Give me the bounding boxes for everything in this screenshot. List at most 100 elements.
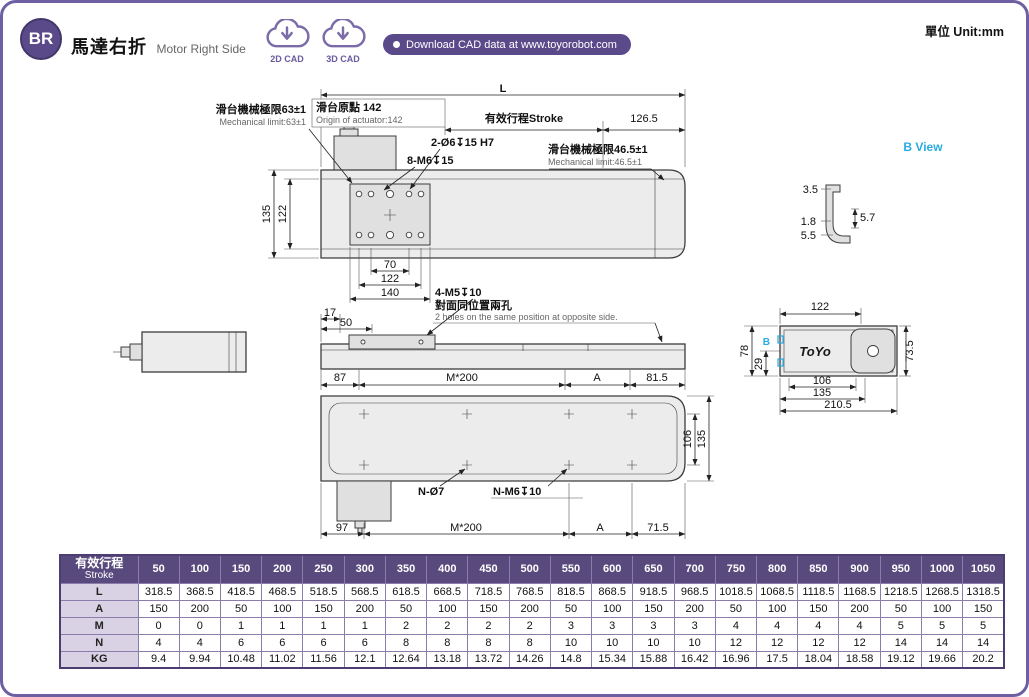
stroke-column-header: 300 (343, 554, 386, 584)
series-badge: BR (20, 18, 62, 60)
table-cell: 14 (920, 633, 964, 652)
table-cell: 6 (343, 633, 386, 652)
table-cell: 1 (343, 616, 386, 635)
dim-126-5: 126.5 (630, 113, 658, 125)
callout-tap-holes: 8-M6↧15 (407, 155, 454, 167)
table-cell: 150 (467, 599, 510, 618)
table-cell: 200 (343, 599, 386, 618)
mech-limit-left-zh: 滑台機械極限63±1 (216, 102, 306, 116)
dim-stroke-label: 有效行程Stroke (485, 111, 563, 125)
table-cell: 4 (797, 616, 840, 635)
table-cell: 50 (549, 599, 593, 618)
dim-3-5: 3.5 (803, 184, 818, 196)
dim-bottom-106: 106 (682, 430, 694, 448)
carriage-side (348, 334, 436, 350)
table-cell: 13.18 (426, 650, 469, 669)
table-cell: 718.5 (467, 582, 510, 601)
callout-n-through-holes: N-Ø7 (418, 486, 444, 498)
table-cell: 18.04 (797, 650, 840, 669)
download-cad-text: Download CAD data at www.toyorobot.com (406, 38, 617, 51)
table-cell: 2 (467, 616, 510, 635)
b-section-mark-top (777, 335, 784, 344)
table-cell: 100 (920, 599, 964, 618)
table-cell: 200 (838, 599, 881, 618)
table-cell: 618.5 (384, 582, 428, 601)
table-cell: 1168.5 (838, 582, 881, 601)
table-cell: 0 (137, 616, 180, 635)
brand-logo: ToYo (799, 344, 831, 359)
stroke-column-header: 50 (137, 554, 180, 584)
stroke-column-header: 700 (673, 554, 716, 584)
table-cell: 12.1 (343, 650, 386, 669)
dim-end-135: 135 (813, 387, 831, 399)
origin-label-en: Origin of actuator:142 (316, 115, 403, 125)
dim-rail-width-122: 122 (277, 205, 289, 223)
table-cell: 15.88 (632, 650, 675, 669)
table-cell: 10 (549, 633, 593, 652)
table-cell: 968.5 (673, 582, 716, 601)
table-cell: 18.58 (838, 650, 881, 669)
stroke-column-header: 950 (879, 554, 922, 584)
b-view-detail: B View 3.5 1.8 5.5 5.7 (801, 140, 943, 244)
origin-label-zh: 滑台原點 142 (316, 100, 381, 114)
stroke-column-header: 100 (178, 554, 221, 584)
cloud-download-icon (266, 17, 310, 48)
table-cell: 1 (261, 616, 304, 635)
table-cell: 318.5 (137, 582, 180, 601)
table-cell: 5 (920, 616, 964, 635)
table-cell: 1268.5 (920, 582, 964, 601)
table-cell: 818.5 (549, 582, 593, 601)
table-cell: 14 (879, 633, 922, 652)
mounting-hole-marks (359, 409, 637, 470)
table-cell: 4 (714, 616, 758, 635)
table-cell: 50 (384, 599, 428, 618)
motor-connector (129, 343, 143, 361)
callout-dowel-holes: 2-Ø6↧15 H7 (431, 137, 494, 149)
table-cell: 200 (508, 599, 551, 618)
table-cell: 3 (549, 616, 593, 635)
table-cell: 50 (714, 599, 758, 618)
table-corner-header: 有效行程 Stroke (59, 554, 139, 584)
stroke-column-header: 350 (384, 554, 428, 584)
table-cell: 518.5 (302, 582, 345, 601)
dim-29: 29 (753, 358, 765, 370)
cad-3d-download[interactable]: 3D CAD (317, 17, 369, 64)
dim-87: 87 (334, 372, 346, 384)
table-cell: 768.5 (508, 582, 551, 601)
table-corner-zh: 有效行程 (75, 556, 124, 571)
table-cell: 12 (714, 633, 758, 652)
stroke-column-header: 1000 (920, 554, 964, 584)
callout-side-holes-zh: 對面同位置兩孔 (435, 298, 512, 312)
row-label: KG (59, 650, 139, 669)
table-cell: 100 (261, 599, 304, 618)
page-title-zh: 馬達右折 (71, 37, 147, 57)
stroke-column-header: 750 (714, 554, 758, 584)
table-cell: 668.5 (426, 582, 469, 601)
dim-m200-side: M*200 (446, 372, 478, 384)
table-cell: 12 (797, 633, 840, 652)
page-title-en: Motor Right Side (156, 42, 246, 56)
cad-2d-download[interactable]: 2D CAD (261, 17, 313, 64)
motor-block (333, 135, 397, 171)
dim-body-width-135: 135 (261, 205, 273, 223)
table-cell: 10 (632, 633, 675, 652)
table-cell: 19.12 (879, 650, 922, 669)
bottom-view-body (320, 395, 686, 482)
table-cell: 11.02 (261, 650, 304, 669)
table-cell: 6 (261, 633, 304, 652)
table-cell: 9.4 (137, 650, 180, 669)
row-label: L (59, 582, 139, 601)
dim-bottom-135: 135 (696, 430, 708, 448)
table-cell: 3 (632, 616, 675, 635)
stroke-column-header: 250 (302, 554, 345, 584)
table-cell: 200 (673, 599, 716, 618)
row-label: N (59, 633, 139, 652)
table-cell: 3 (673, 616, 716, 635)
table-cell: 418.5 (219, 582, 263, 601)
motor-side-view (113, 331, 247, 373)
row-label: M (59, 616, 139, 635)
download-cad-link[interactable]: Download CAD data at www.toyorobot.com (383, 34, 631, 55)
motor-block-bottom (336, 480, 392, 522)
